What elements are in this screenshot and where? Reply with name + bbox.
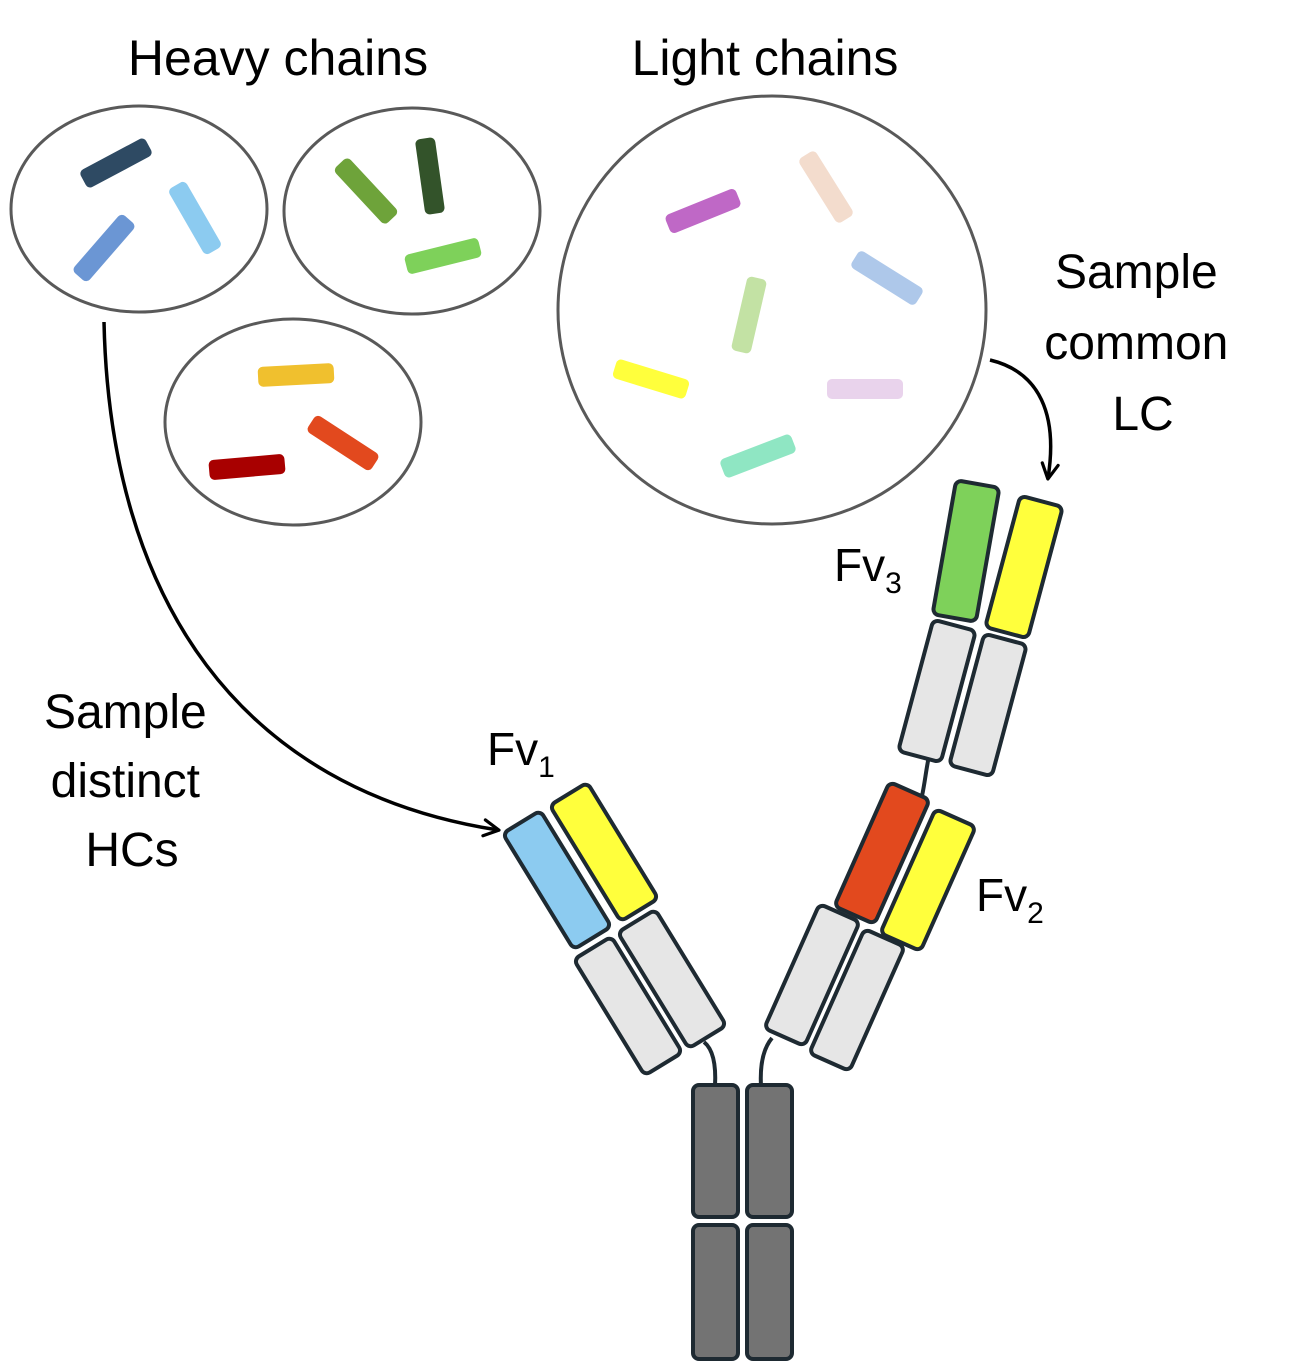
light-chain-bar [731, 276, 767, 354]
sample-hcs-label: Sample distinct HCs [44, 686, 220, 877]
sample-hcs-line-2: distinct [51, 755, 200, 808]
fv2-label-base: Fv [976, 869, 1027, 921]
heavy-chain-bar [208, 454, 286, 480]
light-chains-title: Light chains [632, 30, 899, 86]
fv2-light-domain [880, 808, 976, 952]
heavy-chains-title: Heavy chains [128, 30, 428, 86]
arrow-to-fv1-icon [102, 321, 501, 838]
fc-region [691, 1083, 794, 1361]
heavy-chain-bar [415, 137, 445, 215]
light-chain-bar [720, 434, 796, 478]
fc-domain [745, 1223, 794, 1361]
heavy-chain-bar [307, 415, 379, 471]
sample-lc-line-1: Sample [1055, 246, 1218, 299]
heavy-chain-pool-1 [9, 104, 269, 314]
fc-domain [691, 1083, 740, 1219]
fv1-heavy-domain [502, 810, 612, 950]
fab-constant-domain [897, 618, 977, 764]
sample-lc-line-3: LC [1112, 388, 1173, 441]
fab-constant-domain [809, 928, 905, 1072]
fv3-label-subscript: 3 [885, 567, 902, 600]
heavy-chain-bar [73, 214, 135, 282]
arrow-to-fv3-icon [989, 358, 1060, 481]
fv1-label-base: Fv [487, 723, 538, 775]
fv1-label: Fv1 [487, 723, 555, 784]
fab-constant-domain [764, 903, 860, 1047]
light-chain-bar [851, 251, 923, 305]
fv3-heavy-domain [931, 479, 1001, 623]
sample-lc-line-2: common [1044, 317, 1228, 370]
light-chain-bar [827, 379, 903, 399]
fc-domain [745, 1083, 794, 1219]
fv2-heavy-domain [834, 781, 930, 925]
sample-hcs-line-3: HCs [85, 824, 178, 877]
heavy-chain-pool-2 [282, 106, 542, 316]
light-chain-pool [556, 94, 988, 526]
fab-arm-fv3 [897, 479, 1064, 778]
heavy-chain-bar [80, 138, 152, 188]
fab-arm-fv1 [502, 782, 727, 1076]
sample-lc-label: Sample common LC [1044, 246, 1241, 441]
fv1-label-subscript: 1 [538, 751, 555, 784]
fv2-label: Fv2 [976, 869, 1044, 930]
fv3-label-base: Fv [834, 539, 885, 591]
heavy-chain-bar [404, 238, 482, 274]
fc-domain [691, 1223, 740, 1361]
light-chain-bar [665, 189, 741, 233]
fv3-light-domain [984, 494, 1064, 640]
fv3-label: Fv3 [834, 539, 902, 600]
heavy-chain-pool-3 [163, 317, 423, 527]
fab-constant-domain [617, 909, 727, 1049]
heavy-chain-bar [334, 158, 398, 224]
sample-hcs-line-1: Sample [44, 686, 207, 739]
fab-arm-fv2 [764, 781, 976, 1072]
fv2-label-subscript: 2 [1027, 897, 1044, 930]
heavy-chain-bar [169, 181, 221, 255]
fab-constant-domain [948, 632, 1028, 778]
light-chain-bar [799, 151, 853, 223]
fab-constant-domain [573, 936, 683, 1076]
heavy-chain-bar [257, 363, 335, 387]
light-chain-bar [612, 359, 690, 399]
fv1-light-domain [549, 782, 659, 922]
